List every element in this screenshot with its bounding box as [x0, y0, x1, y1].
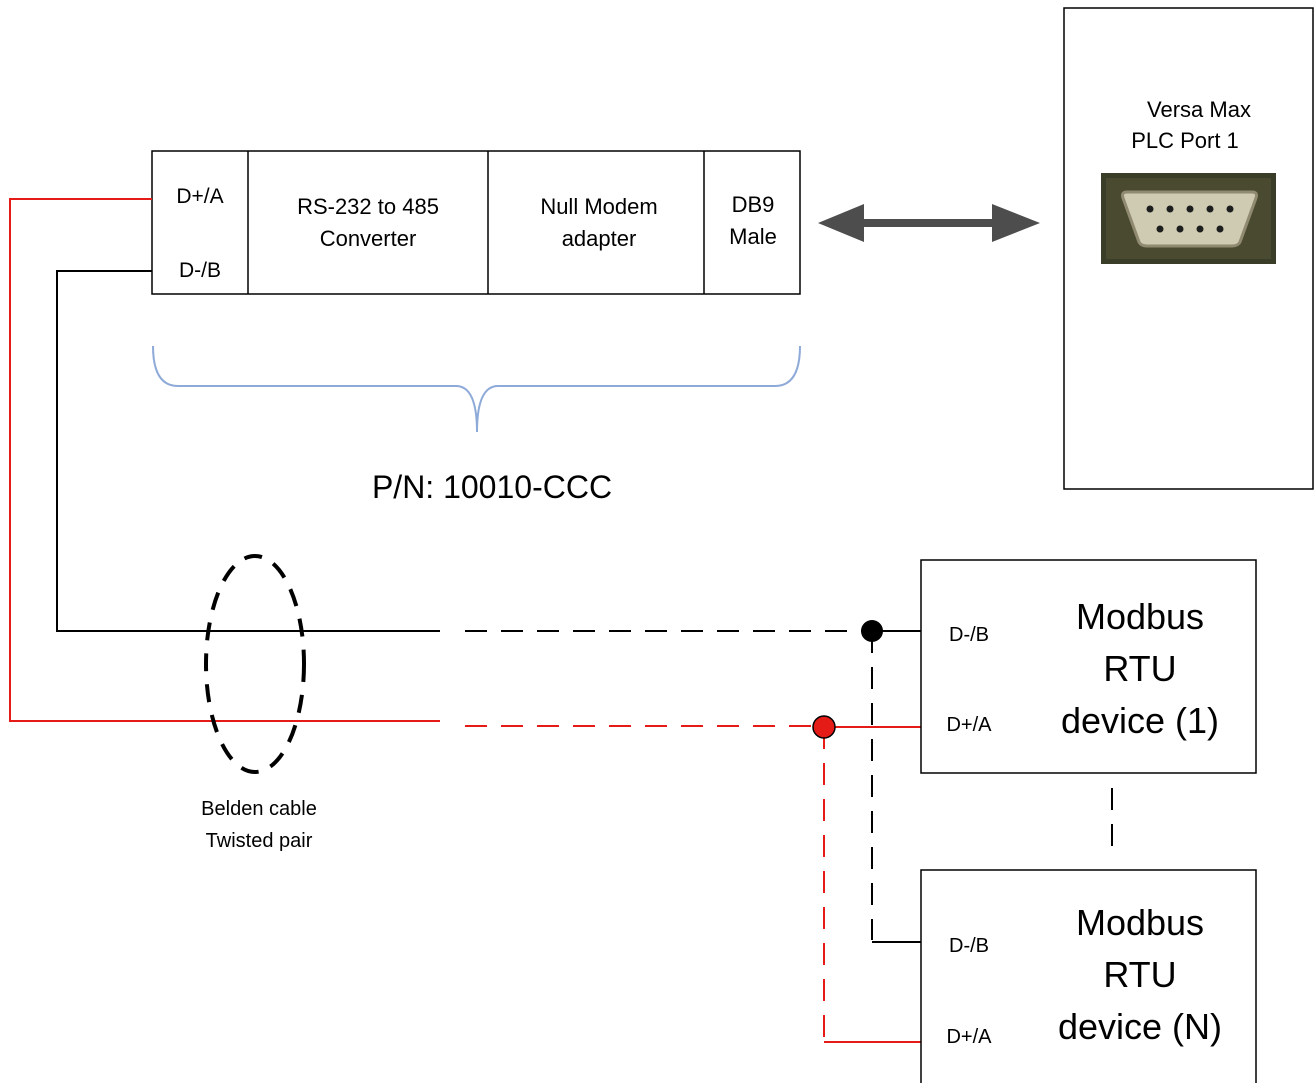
device-1-terminal-a: D+/A — [946, 714, 992, 736]
wire-a-solid — [9, 198, 440, 722]
device-n-label-line3: device (N) — [1058, 1006, 1222, 1047]
plc-title-line2: PLC Port 1 — [1131, 128, 1239, 153]
cable-label-line2: Twisted pair — [206, 830, 313, 852]
device-1-label-line2: RTU — [1103, 648, 1176, 689]
db9-pin — [1216, 225, 1224, 233]
db9-label-line2: Male — [729, 224, 777, 249]
db9-pin — [1226, 205, 1234, 213]
double-arrow — [818, 204, 1040, 242]
converter-terminal-b-label: D-/B — [179, 259, 221, 282]
wire-b-solid — [56, 270, 440, 632]
db9-port-pins — [1146, 205, 1234, 233]
device-1-label-line3: device (1) — [1061, 700, 1219, 741]
arrow-head-left — [818, 204, 864, 242]
arrow-head-right — [992, 204, 1040, 242]
converter-terminal-a-label: D+/A — [176, 185, 223, 208]
db9-pin — [1186, 205, 1194, 213]
device-n-label-line2: RTU — [1103, 954, 1176, 995]
converter-assembly: D+/A D-/B RS-232 to 485 Converter Null M… — [151, 150, 801, 295]
wire-b-junction — [861, 620, 883, 642]
modbus-device-n: D-/B D+/A Modbus RTU device (N) — [920, 869, 1257, 1083]
wire-a-junction — [812, 715, 836, 739]
converter-box — [151, 150, 801, 295]
wire-b-black — [56, 270, 921, 943]
device-n-label-line1: Modbus — [1076, 902, 1204, 943]
plc-unit: Versa Max PLC Port 1 — [1063, 7, 1314, 490]
device-n-terminal-b: D-/B — [949, 935, 989, 957]
device-1-terminal-b: D-/B — [949, 624, 989, 646]
db9-port-shell — [1121, 190, 1258, 248]
db9-pin — [1156, 225, 1164, 233]
null-modem-label-line1: Null Modem — [540, 194, 657, 219]
cable-label-line1: Belden cable — [201, 798, 317, 820]
assembly-brace — [152, 345, 801, 433]
db9-pin — [1166, 205, 1174, 213]
db9-pin — [1206, 205, 1214, 213]
db9-label-line1: DB9 — [732, 192, 775, 217]
device-1-label-line1: Modbus — [1076, 596, 1204, 637]
converter-label-line1: RS-232 to 485 — [297, 194, 439, 219]
db9-pin — [1196, 225, 1204, 233]
converter-label-line2: Converter — [320, 226, 417, 251]
wire-a-red — [9, 198, 921, 1043]
plc-title-line1: Versa Max — [1147, 97, 1251, 122]
device-n-box — [920, 869, 1257, 1083]
device-1-box — [920, 559, 1257, 774]
db9-port-photo — [1101, 173, 1276, 264]
device-n-terminal-a: D+/A — [946, 1026, 992, 1048]
modbus-device-1: D-/B D+/A Modbus RTU device (1) — [920, 559, 1257, 774]
twisted-pair-ellipse — [204, 554, 306, 774]
part-number-label: P/N: 10010-CCC — [372, 469, 612, 505]
db9-pin — [1176, 225, 1184, 233]
null-modem-label-line2: adapter — [562, 226, 637, 251]
db9-pin — [1146, 205, 1154, 213]
